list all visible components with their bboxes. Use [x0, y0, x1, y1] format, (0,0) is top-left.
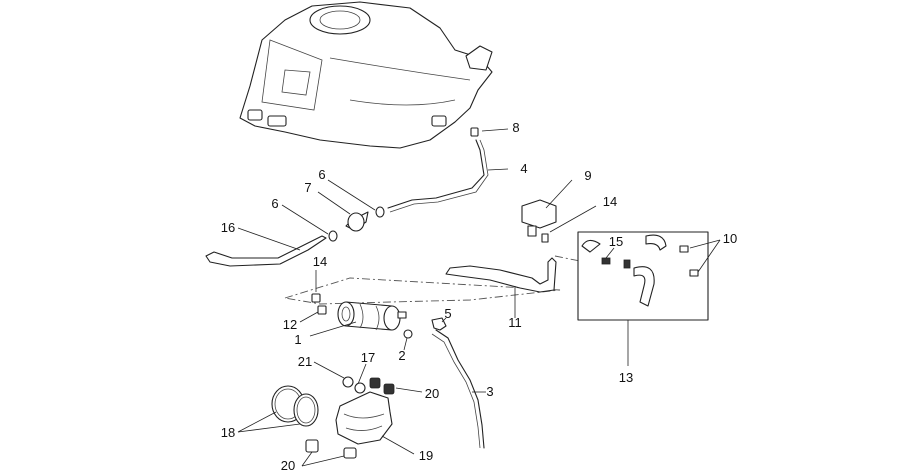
- part-19-bracket: [335, 391, 415, 455]
- fuel-tank: [239, 1, 493, 149]
- callout-6-upper: 6: [318, 167, 326, 182]
- inline-filter-assembly: [281, 179, 385, 242]
- callout-17: 17: [360, 350, 376, 365]
- callout-6-lower: 6: [271, 196, 279, 211]
- part-4-hose: [387, 139, 509, 213]
- callout-3: 3: [486, 384, 494, 399]
- part-11-hose: [445, 257, 557, 318]
- callout-14-left: 14: [312, 254, 328, 269]
- callout-19: 19: [418, 448, 434, 463]
- callout-13: 13: [618, 370, 634, 385]
- callout-12: 12: [282, 317, 298, 332]
- part-10-clips: [679, 239, 721, 277]
- callout-20-lower: 20: [280, 458, 296, 473]
- part-13-hose-kit: [577, 231, 709, 366]
- callout-10: 10: [722, 231, 738, 246]
- callout-15: 15: [608, 234, 624, 249]
- callout-9: 9: [584, 168, 592, 183]
- callout-2: 2: [398, 348, 406, 363]
- callout-21: 21: [297, 354, 313, 369]
- part-18-bands: [237, 385, 319, 433]
- part-14-12-clamps: [299, 270, 327, 323]
- callout-7: 7: [304, 180, 312, 195]
- part-2-5-fittings: [403, 317, 447, 351]
- part-17-21-fittings: [313, 361, 367, 394]
- part-8-clamp: [470, 127, 509, 137]
- callout-4: 4: [520, 161, 528, 176]
- callout-14-right: 14: [602, 194, 618, 209]
- callout-18: 18: [220, 425, 236, 440]
- callout-5: 5: [444, 306, 452, 321]
- callout-16: 16: [220, 220, 236, 235]
- part-9-valve: [521, 179, 597, 243]
- part-20-clips: [301, 377, 423, 467]
- callout-8: 8: [512, 120, 520, 135]
- callout-11: 11: [508, 315, 522, 330]
- part-1-canister: [309, 301, 407, 337]
- part-16-hose: [205, 227, 327, 267]
- part-3-hose: [431, 329, 486, 449]
- callout-20-upper: 20: [424, 386, 440, 401]
- mounting-outline: [284, 277, 561, 305]
- callout-1: 1: [294, 332, 302, 347]
